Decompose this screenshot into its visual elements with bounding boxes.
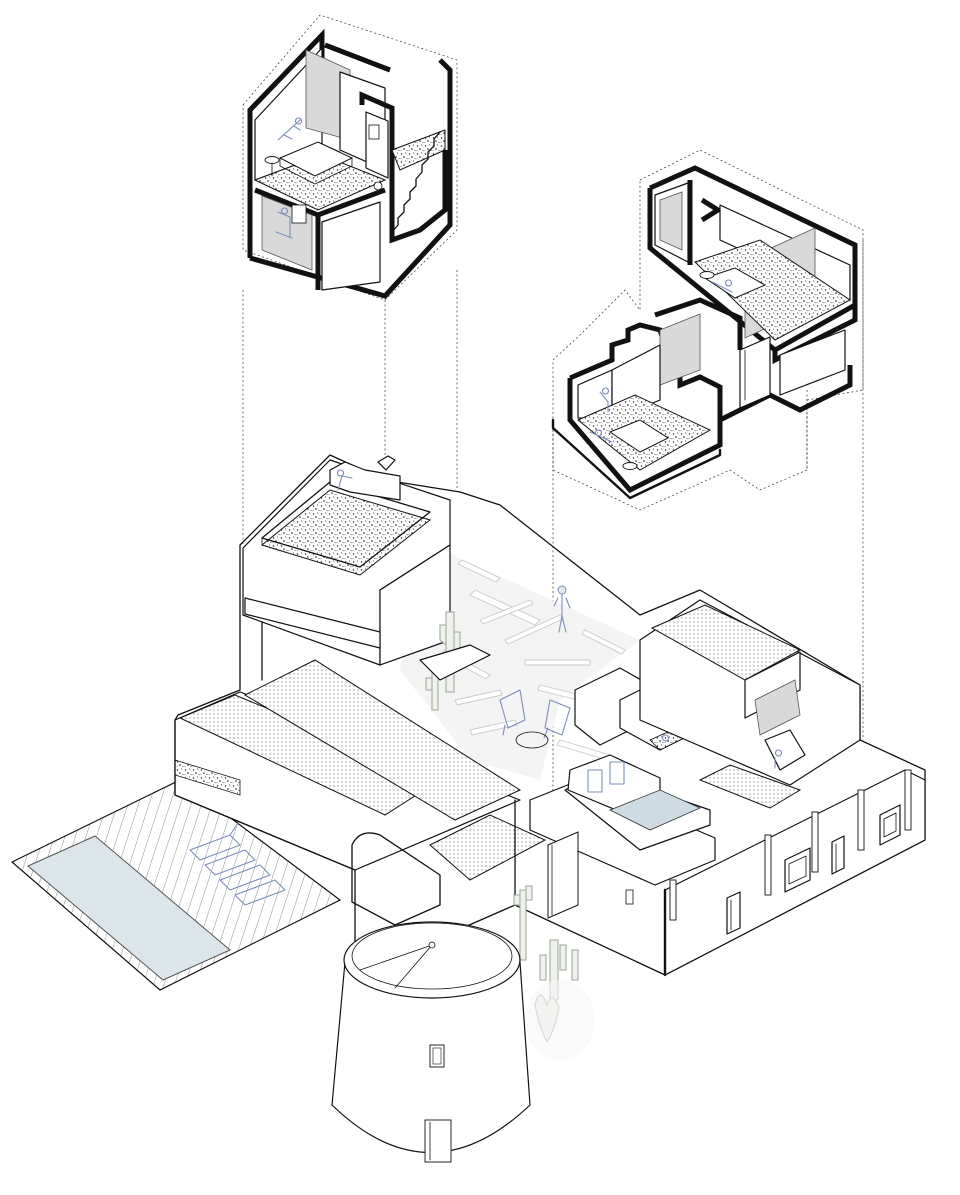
cactus-icon [513,885,595,1060]
central-courtyard [400,540,640,780]
wall-pilasters [669,769,912,921]
two-storey-room-module-icon [242,14,458,301]
lounge-chair-icon [189,819,286,906]
long-roof-right [243,659,522,821]
person-icon [553,585,571,633]
right-roof [650,604,802,681]
lounge-chair-icon [587,761,625,793]
round-tower [331,921,531,1163]
main-house-axonometric [10,454,926,1163]
lounge-chair-icon [499,689,571,739]
pool-deck [10,779,342,991]
l-shaped-room-module-icon [551,149,864,511]
swimming-pool [27,835,231,981]
